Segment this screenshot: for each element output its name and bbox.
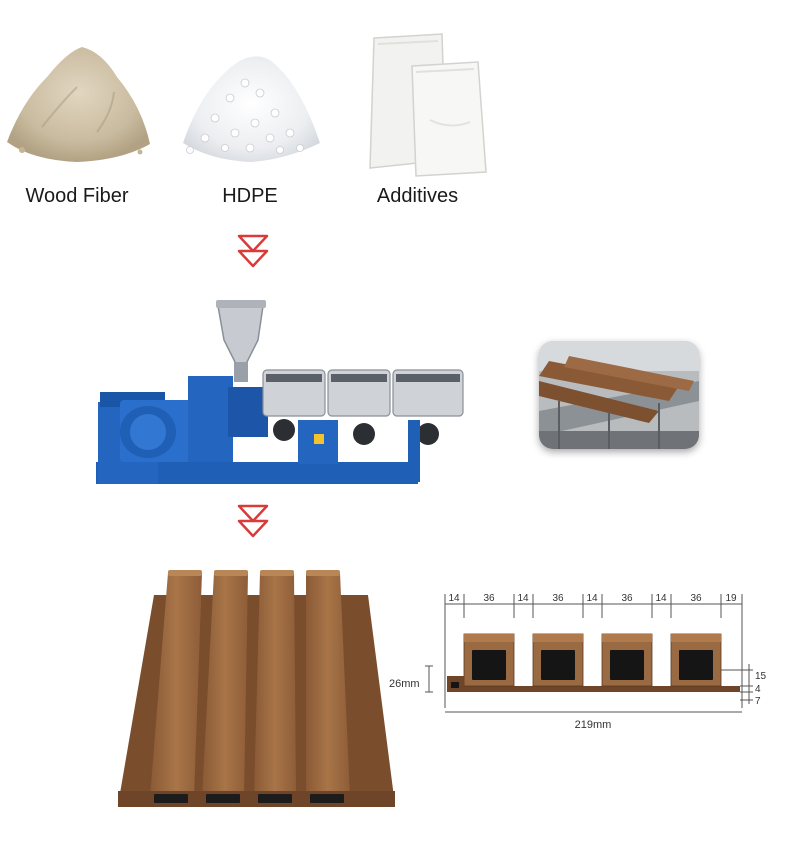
extruder-machine-icon bbox=[96, 300, 464, 484]
profile-dimension-drawing: 14 36 14 36 14 36 14 36 19 bbox=[385, 588, 785, 738]
extruder-machine-image bbox=[88, 292, 478, 492]
wpc-panel-image bbox=[110, 565, 400, 810]
side-dim-label: 4 bbox=[755, 684, 761, 695]
top-dim-label: 14 bbox=[448, 593, 460, 604]
top-dim-label: 14 bbox=[586, 593, 598, 604]
production-line-photo bbox=[539, 341, 699, 449]
wood-fiber-image bbox=[2, 32, 152, 172]
profile-cross-section-icon: 14 36 14 36 14 36 14 36 19 bbox=[389, 593, 767, 731]
down-arrow-icon bbox=[236, 502, 270, 540]
top-dim-label: 19 bbox=[725, 593, 737, 604]
hdpe-image bbox=[175, 38, 325, 173]
material-label-hdpe: HDPE bbox=[222, 185, 278, 207]
top-dim-label: 36 bbox=[483, 593, 495, 604]
height-dim-label: 26mm bbox=[389, 678, 420, 690]
side-dim-label: 7 bbox=[755, 696, 761, 707]
wood-fiber-powder-icon bbox=[7, 47, 150, 162]
additives-image bbox=[360, 30, 495, 178]
top-dim-label: 14 bbox=[517, 593, 529, 604]
top-dim-label: 36 bbox=[690, 593, 702, 604]
width-dim-label: 219mm bbox=[575, 719, 612, 731]
production-line-icon bbox=[539, 341, 699, 449]
down-arrow-icon bbox=[236, 232, 270, 270]
material-label-wood-fiber: Wood Fiber bbox=[25, 185, 129, 207]
top-dim-label: 36 bbox=[621, 593, 633, 604]
additives-bags-icon bbox=[369, 33, 487, 177]
side-dim-label: 15 bbox=[755, 671, 767, 682]
material-label-additives: Additives bbox=[376, 185, 459, 207]
hdpe-pellets-icon bbox=[183, 56, 320, 162]
wpc-fluted-panel-icon bbox=[118, 570, 395, 807]
top-dim-label: 14 bbox=[655, 593, 667, 604]
top-dim-label: 36 bbox=[552, 593, 564, 604]
